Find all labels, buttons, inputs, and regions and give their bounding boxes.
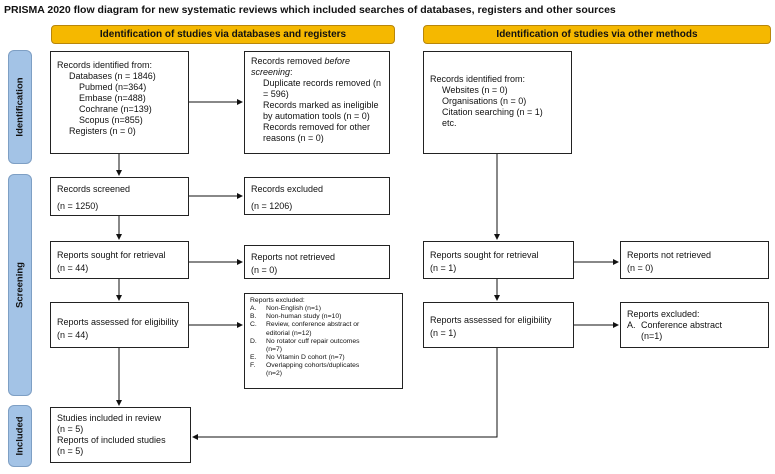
identified-line: Embase (n=488) [79,92,146,103]
list-item-letter: D. [250,337,257,345]
records-excluded-box: Records excluded (n = 1206) [244,177,390,215]
list-item-text: editorial (n=12) [266,329,312,337]
removed-line: Duplicate records removed (n [263,77,382,88]
removed-line: reasons (n = 0) [263,132,324,143]
other-assessed-box: Reports assessed for eligibility (n = 1) [423,302,574,348]
included-line: Reports of included studies [57,434,166,445]
arrow-other-assessed-to-included [192,348,498,440]
removed-line: Records marked as ineligible [263,99,379,110]
other-excluded-box: Reports excluded: A.Conference abstract … [620,302,769,348]
excluded-label: Records excluded [251,184,324,194]
list-item-letter: A. [250,305,257,313]
header-other-methods: Identification of studies via other meth… [423,25,771,44]
list-item: B. Non-human study (n=10) [250,313,397,321]
list-item-letter: E. [250,354,257,362]
identified-line: Records identified from: [57,60,153,70]
records-identified-box: Records identified from: Databases (n = … [50,51,189,154]
list-item: F. Overlapping cohorts/duplicates [250,362,397,370]
list-item: (n=2) [250,370,397,378]
diagram-title: PRISMA 2020 flow diagram for new systema… [4,4,616,16]
list-item-text: No Vitamin D cohort (n=7) [266,354,345,362]
records-screened-box: Records screened (n = 1250) [50,177,189,216]
list-item: A. Non-English (n=1) [250,305,397,313]
reports-excluded-list: A. Non-English (n=1) B. Non-human study (n… [250,305,397,378]
other-sought-value: (n = 1) [430,262,457,273]
assessed-label: Reports assessed for eligibility [57,317,179,327]
removed-line: by automation tools (n = 0) [263,110,370,121]
reports-sought-box: Reports sought for retrieval (n = 44) [50,241,189,279]
sought-value: (n = 44) [57,262,89,273]
included-line: (n = 5) [57,423,84,434]
removed-heading: Records removed before [251,56,383,67]
header-other-methods-label: Identification of studies via other meth… [496,29,698,40]
not-retrieved-value: (n = 0) [251,264,278,275]
removed-line: Records removed for other [263,121,371,132]
studies-included-box: Studies included in review (n = 5) Repor… [50,407,191,463]
other-identified-line: etc. [442,117,457,128]
reports-assessed-box: Reports assessed for eligibility (n = 44… [50,302,189,348]
reports-not-retrieved-box: Reports not retrieved (n = 0) [244,245,390,279]
list-item-text: Non-English (n=1) [266,305,321,313]
not-retrieved-label: Reports not retrieved [251,252,336,262]
list-item-text: (n=2) [266,370,283,378]
identified-line: Scopus (n=855) [79,114,143,125]
list-item-text: Review, conference abstract or [266,321,360,329]
screened-label: Records screened [57,184,131,194]
list-item-text: (n=7) [266,345,283,353]
other-identified-line: Websites (n = 0) [442,84,508,95]
other-assessed-value: (n = 1) [430,327,457,338]
list-item-text: No rotator cuff repair outcomes [266,337,360,345]
other-assessed-label: Reports assessed for eligibility [430,315,552,325]
other-identified-line: Records identified from: [430,74,526,84]
other-identified-box: Records identified from: Websites (n = 0… [423,51,572,154]
removed-heading-italic-2: screening [251,66,291,77]
reports-excluded-heading: Reports excluded: [250,297,305,304]
other-not-retrieved-label: Reports not retrieved [627,250,712,260]
stage-included: Included [8,405,32,467]
other-excluded-value: (n=1) [641,330,663,341]
reports-excluded-box: Reports excluded: A. Non-English (n=1) B.… [244,293,403,389]
other-sought-box: Reports sought for retrieval (n = 1) [423,241,574,279]
removed-heading-2: screening: [251,66,293,77]
removed-heading-text: Records removed [251,56,325,66]
list-item: (n=7) [250,346,397,354]
included-line: (n = 5) [57,445,84,456]
identified-line: Pubmed (n=364) [79,81,147,92]
header-databases-label: Identification of studies via databases … [99,29,347,40]
removed-heading-italic: before [324,56,351,66]
other-identified-line: Citation searching (n = 1) [442,106,543,117]
other-excluded-letter: A. [627,319,636,330]
stage-screening: Screening [8,174,32,396]
list-item-text: Non-human study (n=10) [266,313,342,321]
header-databases: Identification of studies via databases … [51,25,395,44]
records-removed-box: Records removed before screening: Duplic… [244,51,390,154]
sought-label: Reports sought for retrieval [57,250,166,260]
other-excluded-heading: Reports excluded: [627,309,700,319]
included-line: Studies included in review [57,413,162,423]
screened-value: (n = 1250) [57,200,99,211]
other-excluded-text: Conference abstract [641,319,723,330]
list-item-letter: F. [250,362,256,370]
list-item: C. Review, conference abstract or [250,321,397,329]
other-excluded-item: A. Conference abstract [627,320,762,331]
identified-line: Databases (n = 1846) [69,70,156,81]
other-not-retrieved-box: Reports not retrieved (n = 0) [620,241,769,279]
identified-line: Registers (n = 0) [69,125,136,136]
list-item-letter: B. [250,313,257,321]
other-not-retrieved-value: (n = 0) [627,262,654,273]
list-item: D. No rotator cuff repair outcomes [250,338,397,346]
identified-line: Cochrane (n=139) [79,103,152,114]
excluded-value: (n = 1206) [251,200,293,211]
stage-identification: Identification [8,50,32,164]
list-item: E. No Vitamin D cohort (n=7) [250,354,397,362]
other-identified-line: Organisations (n = 0) [442,95,527,106]
list-item-letter: C. [250,321,257,329]
list-item: editorial (n=12) [250,330,397,338]
removed-line: = 596) [263,88,289,99]
assessed-value: (n = 44) [57,329,89,340]
list-item-text: Overlapping cohorts/duplicates [266,362,360,370]
other-sought-label: Reports sought for retrieval [430,250,539,260]
